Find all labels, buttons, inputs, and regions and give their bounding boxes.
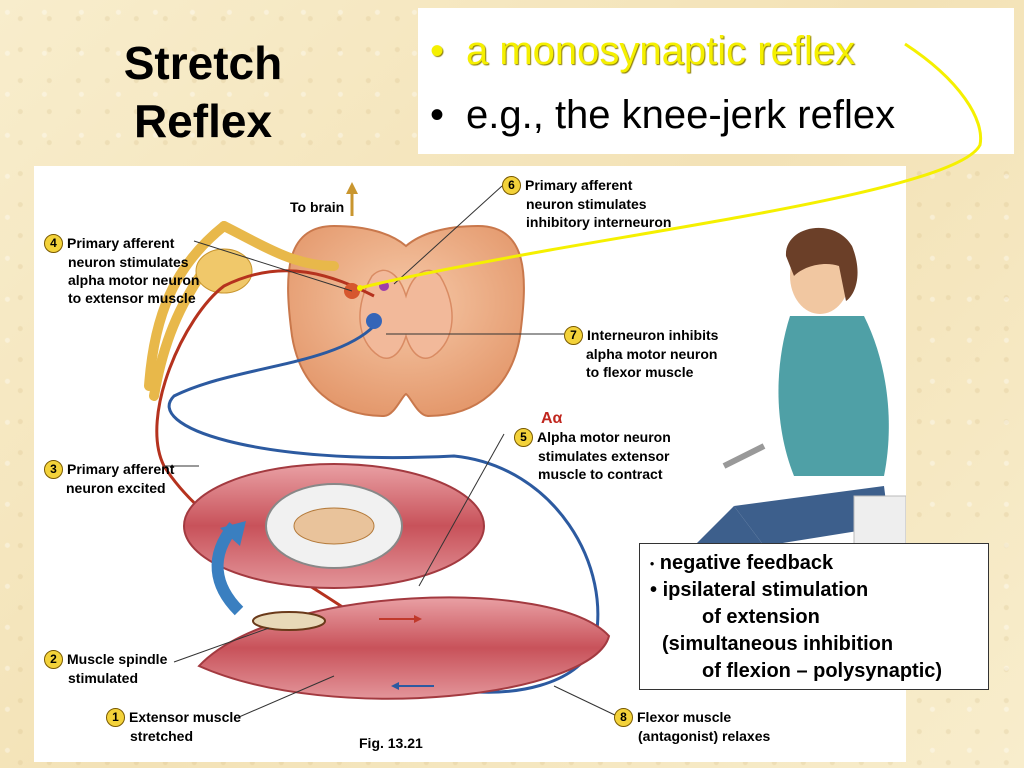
bullet-monosynaptic: • a monosynaptic reflex bbox=[430, 28, 855, 74]
slide-title: Stretch Reflex bbox=[98, 34, 308, 150]
extensor-muscle bbox=[183, 463, 485, 589]
step-2-line-2: stimulated bbox=[68, 670, 139, 686]
bullet-text: e.g., the knee-jerk reflex bbox=[466, 93, 896, 137]
note-1-bullet: • bbox=[650, 556, 655, 571]
step-4-line-1: Primary afferent bbox=[67, 235, 175, 251]
step-7-line-2: alpha motor neuron bbox=[586, 346, 718, 362]
red-arrowhead bbox=[414, 615, 422, 623]
blue-arrowhead bbox=[391, 682, 399, 690]
step-3-line-1: Primary afferent bbox=[67, 461, 175, 477]
step-8-line-2: (antagonist) relaxes bbox=[638, 728, 771, 744]
note-2: • ipsilateral stimulation bbox=[650, 577, 868, 603]
figure-caption: Fig. 13.21 bbox=[359, 735, 423, 751]
spinal-cord bbox=[287, 224, 525, 418]
bullet-text: a monosynaptic reflex bbox=[466, 29, 856, 73]
step-6-number: 6 bbox=[502, 176, 521, 195]
muscle-spindle bbox=[252, 611, 326, 631]
bullet-knee-jerk: • e.g., the knee-jerk reflex bbox=[430, 92, 895, 138]
step-6-line-1: Primary afferent bbox=[525, 177, 633, 193]
note-4: (simultaneous inhibition bbox=[662, 633, 894, 655]
leader-lines bbox=[164, 185, 620, 718]
step-3-line-2: neuron excited bbox=[66, 480, 166, 496]
stretch-arrow bbox=[211, 522, 244, 616]
stretch-arrowhead bbox=[220, 521, 246, 546]
step-5-line-3: muscle to contract bbox=[538, 466, 663, 482]
note-1: • negative feedback bbox=[650, 550, 833, 577]
step-7-line-3: to flexor muscle bbox=[586, 364, 694, 380]
step-5-line-1: Alpha motor neuron bbox=[537, 429, 671, 445]
ganglion bbox=[195, 248, 253, 294]
step-8-number: 8 bbox=[614, 708, 633, 727]
step-4-line-3: alpha motor neuron bbox=[68, 272, 200, 288]
step-1-line-2: stretched bbox=[130, 728, 194, 744]
step-2-number: 2 bbox=[44, 650, 63, 669]
step-2-line-1: Muscle spindle bbox=[67, 651, 168, 667]
step-8-line-1: Flexor muscle bbox=[637, 709, 732, 725]
note-3: of extension bbox=[702, 606, 820, 628]
step-5-number: 5 bbox=[514, 428, 533, 447]
step-1-number: 1 bbox=[106, 708, 125, 727]
bullet-symbol: • bbox=[430, 93, 445, 137]
title-line-1: Stretch bbox=[123, 37, 283, 89]
step-4-number: 4 bbox=[44, 234, 63, 253]
note-1-text: negative feedback bbox=[659, 552, 834, 574]
bullet-symbol: • bbox=[430, 29, 445, 73]
alpha-label: Aα bbox=[541, 410, 563, 427]
step-5-line-2: stimulates extensor bbox=[538, 448, 670, 464]
step-7-line-1: Interneuron inhibits bbox=[587, 327, 719, 343]
step-6-line-3: inhibitory interneuron bbox=[526, 214, 672, 230]
step-3-number: 3 bbox=[44, 460, 63, 479]
bullet-box: • a monosynaptic reflex • e.g., the knee-j… bbox=[418, 8, 1014, 154]
step-4-line-2: neuron stimulates bbox=[68, 254, 189, 270]
step-6-line-2: neuron stimulates bbox=[526, 196, 647, 212]
note-2-text: ipsilateral stimulation bbox=[662, 579, 869, 601]
inhibitory-interneuron bbox=[379, 281, 389, 291]
to-brain-label: To brain bbox=[290, 199, 345, 215]
step-7-number: 7 bbox=[564, 326, 583, 345]
note-5: of flexion – polysynaptic) bbox=[702, 660, 943, 682]
note-2-bullet: • bbox=[650, 579, 658, 601]
step-4-line-4: to extensor muscle bbox=[68, 290, 196, 306]
to-brain-arrowhead bbox=[346, 182, 358, 194]
title-line-2: Reflex bbox=[133, 95, 273, 147]
step-1-line-1: Extensor muscle bbox=[129, 709, 242, 725]
alpha-motor-neuron-flexor bbox=[366, 313, 382, 329]
notes-box: • negative feedback • ipsilateral stimul… bbox=[639, 543, 989, 690]
